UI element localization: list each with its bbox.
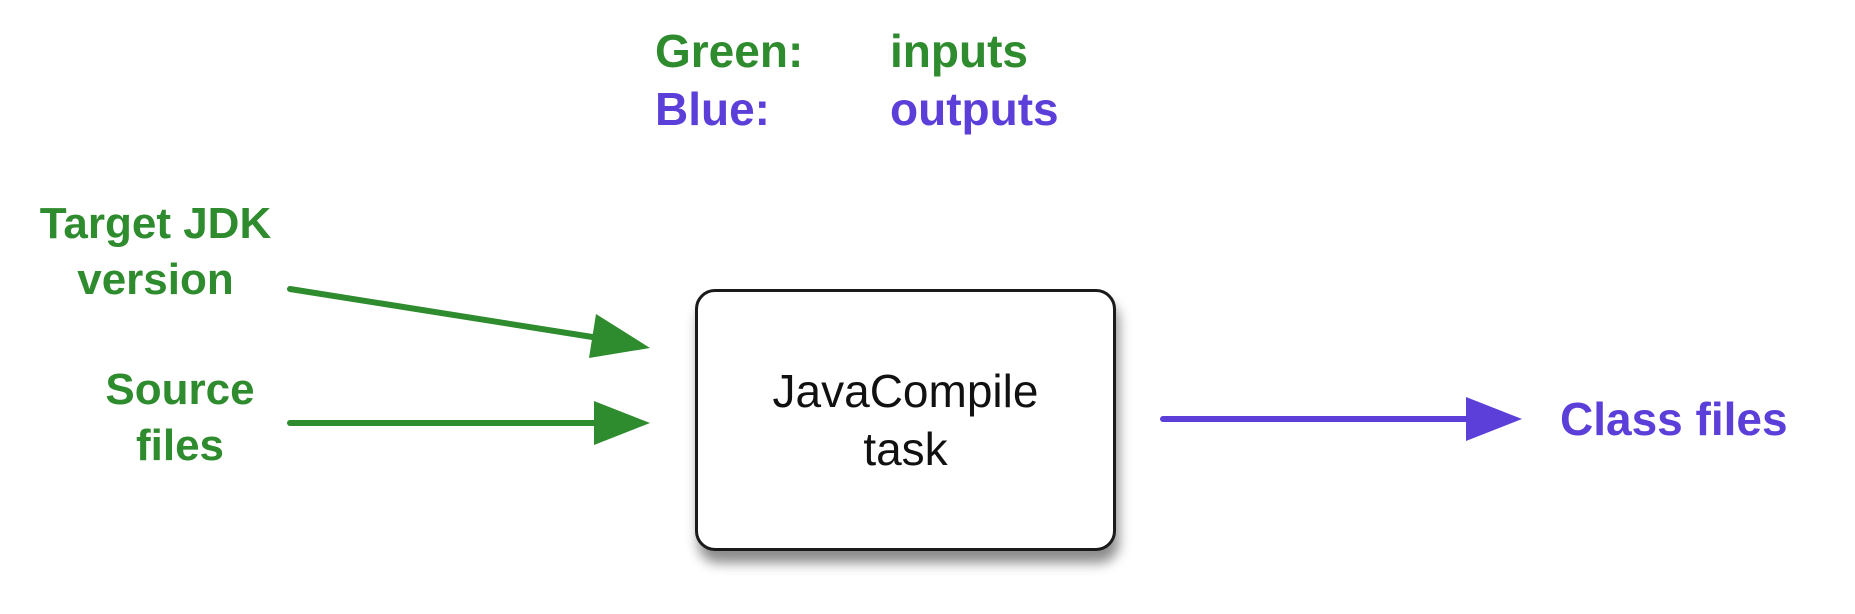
task-label-line2: task	[863, 423, 948, 475]
legend-blue-key: Blue:	[655, 83, 770, 135]
input-source-files-label: Source files	[70, 362, 290, 474]
legend: Green: inputs Blue: outputs	[655, 22, 1175, 138]
legend-blue-value: outputs	[890, 83, 1059, 135]
input-target-jdk-line2: version	[77, 255, 234, 304]
input-source-files-line1: Source	[105, 365, 255, 414]
arrow-source-files-to-task	[287, 401, 650, 445]
arrow-target-jdk-to-task	[287, 286, 650, 358]
legend-row-blue: Blue: outputs	[655, 80, 1175, 138]
arrow-task-to-class-files	[1160, 397, 1522, 441]
task-label-line1: JavaCompile	[772, 365, 1039, 417]
legend-green-key: Green:	[655, 25, 804, 77]
output-class-files-label: Class files	[1560, 393, 1788, 445]
task-label: JavaCompile task	[773, 362, 1039, 478]
input-target-jdk-label: Target JDK version	[18, 196, 293, 308]
legend-row-green: Green: inputs	[655, 22, 1175, 80]
legend-green-value: inputs	[890, 25, 1028, 77]
javacompile-task-box: JavaCompile task	[695, 289, 1116, 551]
input-target-jdk-line1: Target JDK	[39, 199, 272, 248]
input-source-files-line2: files	[135, 421, 225, 470]
